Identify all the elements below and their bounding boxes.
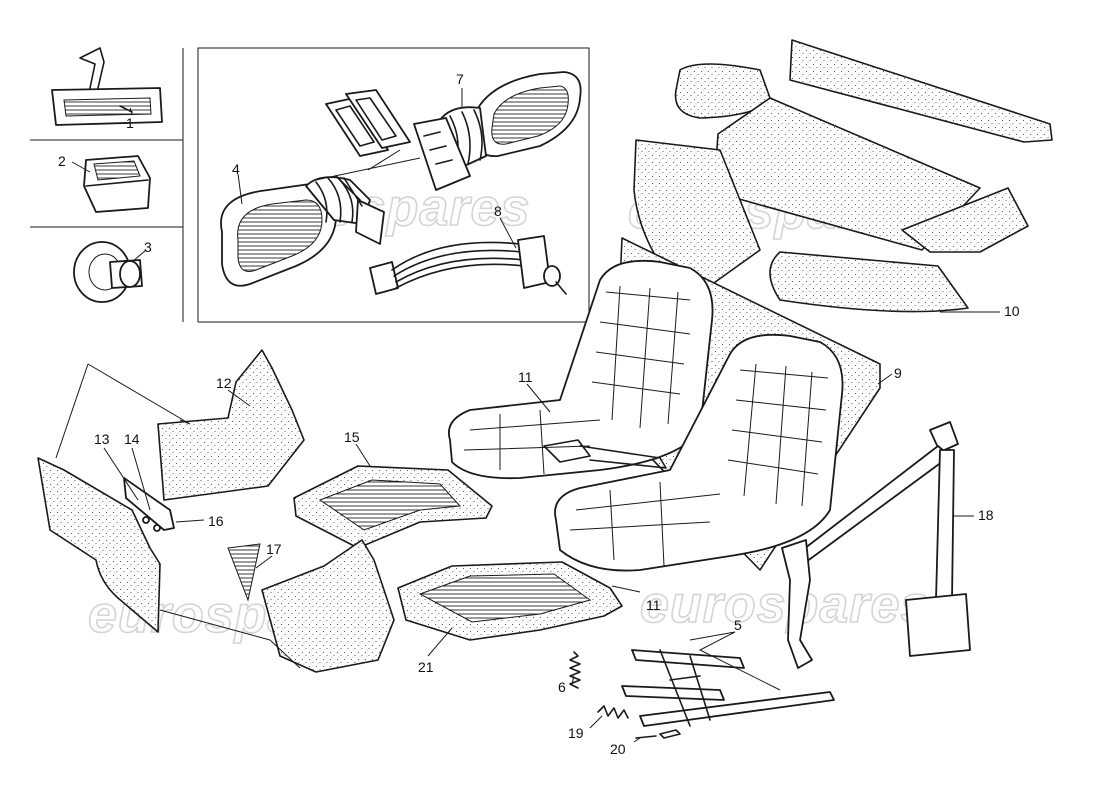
- door-trim-brackets: [123, 477, 175, 532]
- callout-15: 15: [344, 429, 360, 445]
- callout-labels: 1 2 3 4 7 8 10 9 11 11 18 5 6 19 20 21 1…: [58, 71, 1020, 757]
- trunk-carpets: [633, 39, 1053, 313]
- leader-lines: [55, 88, 1000, 743]
- seat-left: [448, 259, 714, 480]
- callout-20: 20: [610, 741, 626, 757]
- seat-right: [554, 333, 844, 572]
- seat-belt: [781, 421, 971, 669]
- mirror-switch-harness: [369, 235, 567, 295]
- callout-10: 10: [1004, 303, 1020, 319]
- callout-7: 7: [456, 71, 464, 87]
- courtesy-light: [83, 155, 151, 213]
- loudspeaker: [73, 241, 143, 303]
- callout-4: 4: [232, 161, 240, 177]
- callout-1: 1: [126, 115, 134, 131]
- floor-mat: [397, 561, 623, 641]
- seat-rails: [621, 649, 835, 727]
- callout-9: 9: [894, 365, 902, 381]
- callout-11: 11: [518, 369, 533, 385]
- watermark-text: eurospares: [640, 576, 930, 634]
- callout-8: 8: [494, 203, 502, 219]
- trim-strip: [227, 543, 261, 602]
- floor-mat: [293, 465, 493, 549]
- callout-12: 12: [216, 375, 232, 391]
- panel-frames: [30, 47, 590, 323]
- callout-16: 16: [208, 513, 224, 529]
- callout-19: 19: [568, 725, 584, 741]
- callout-14: 14: [124, 431, 140, 447]
- callout-13: 13: [94, 431, 110, 447]
- interior-mirror: [51, 47, 163, 126]
- spring: [569, 651, 581, 689]
- callout-3: 3: [144, 239, 152, 255]
- belt-buckle-strap: [543, 439, 667, 469]
- callout-17: 17: [266, 541, 282, 557]
- mirror-gaskets: [325, 89, 411, 157]
- floor-carpet: [261, 539, 395, 673]
- door-mirror-right: [413, 71, 582, 191]
- callout-11: 11: [646, 597, 661, 613]
- callout-5: 5: [734, 617, 742, 633]
- callout-18: 18: [978, 507, 994, 523]
- door-mirror-left: [220, 175, 385, 287]
- door-trim-panel: [37, 457, 161, 633]
- callout-2: 2: [58, 153, 66, 169]
- spring: [597, 705, 629, 719]
- floor-carpet: [157, 349, 305, 501]
- pin: [635, 729, 681, 739]
- callout-21: 21: [418, 659, 434, 675]
- callout-6: 6: [558, 679, 566, 695]
